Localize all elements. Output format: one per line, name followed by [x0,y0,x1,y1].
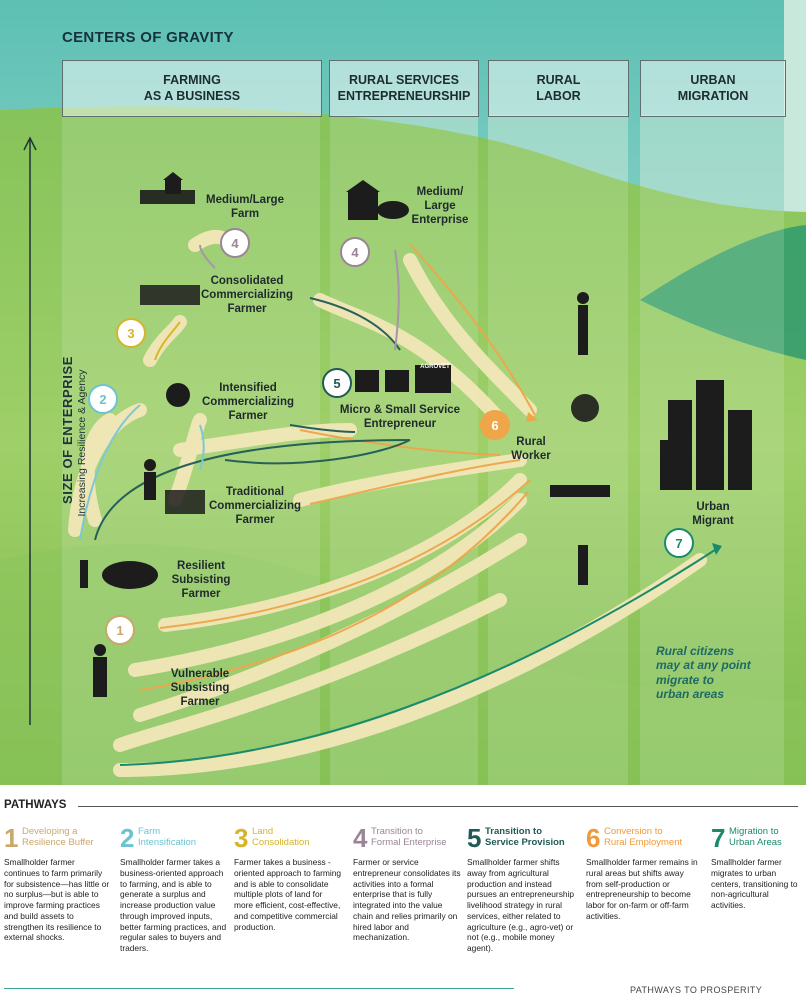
diagram-title: CENTERS OF GRAVITY [62,29,234,46]
column-urban-migration: URBAN MIGRATION [640,60,786,117]
node-micro-small-entrepreneur: Micro & Small Service Entrepreneur [339,404,461,430]
pathway-5-title: Transition to Service Provision [485,826,565,848]
pathway-7-number: 7 [711,823,726,853]
agrovet-sign: AGROVET [420,364,450,370]
node-urban-migrant: Urban Migrant [692,501,734,527]
y-axis-sublabel: Increasing Resilience & Agency [76,369,88,517]
node-consolidated-farmer: Consolidated Commercializing Farmer [200,275,294,315]
node-vulnerable-farmer: Vulnerable Subsisting Farmer [170,668,230,708]
pathway-4-desc: Farmer or service entrepreneur consolida… [353,857,461,943]
pathway-3-desc: Farmer takes a business -oriented approa… [234,857,342,932]
pathway-marker-2: 2 [88,384,118,414]
migration-note: Rural citizens may at any point migrate … [656,644,751,702]
pathway-1-number: 1 [4,823,19,853]
pathway-5-desc: Smallholder farmer shifts away from agri… [467,857,575,953]
node-medium-large-enterprise: Medium/ Large Enterprise [411,186,469,226]
pathway-7-title: Migration to Urban Areas [729,826,782,848]
pathway-marker-3: 3 [116,318,146,348]
column-rural-labor: RURAL LABOR [488,60,629,117]
pathway-2-desc: Smallholder farmer takes a business-orie… [120,857,227,953]
column-rural-services-entrepreneurship: RURAL SERVICES ENTREPRENEURSHIP [329,60,479,117]
pathway-2-number: 2 [120,823,135,853]
pathway-6-desc: Smallholder farmer remains in rural area… [586,857,698,921]
pathway-3-number: 3 [234,823,249,853]
footer-label: PATHWAYS TO PROSPERITY [630,985,763,995]
pathway-6-number: 6 [586,823,601,853]
pathway-1-desc: Smallholder farmer continues to farm pri… [4,857,110,943]
node-rural-worker: Rural Worker [511,436,551,462]
pathway-marker-4-farm: 4 [220,228,250,258]
pathways-divider [78,806,798,807]
background-landscape [0,0,806,785]
node-resilient-farmer: Resilient Subsisting Farmer [171,560,231,600]
pathway-1-title: Developing a Resilience Buffer [22,826,94,848]
pathway-7-desc: Smallholder farmer migrates to urban cen… [711,857,798,910]
pathway-marker-5: 5 [322,368,352,398]
node-medium-large-farm: Medium/Large Farm [206,194,284,220]
pathway-2-title: Farm Intensification [138,826,197,848]
pathway-4-number: 4 [353,823,368,853]
column-farming-as-a-business: FARMING AS A BUSINESS [62,60,322,117]
pathway-marker-6: 6 [480,410,510,440]
pathway-marker-4-enterprise: 4 [340,237,370,267]
pathway-marker-1: 1 [105,615,135,645]
pathway-marker-7: 7 [664,528,694,558]
pathway-5-number: 5 [467,823,482,853]
pathways-heading: PATHWAYS [4,799,67,811]
pathway-3-title: Land Consolidation [252,826,310,848]
pathway-6-title: Conversion to Rural Employment [604,826,683,848]
footer-divider [4,988,514,989]
node-traditional-farmer: Traditional Commercializing Farmer [208,486,302,526]
pathway-4-title: Transition to Formal Enterprise [371,826,447,848]
node-intensified-farmer: Intensified Commercializing Farmer [201,382,295,422]
